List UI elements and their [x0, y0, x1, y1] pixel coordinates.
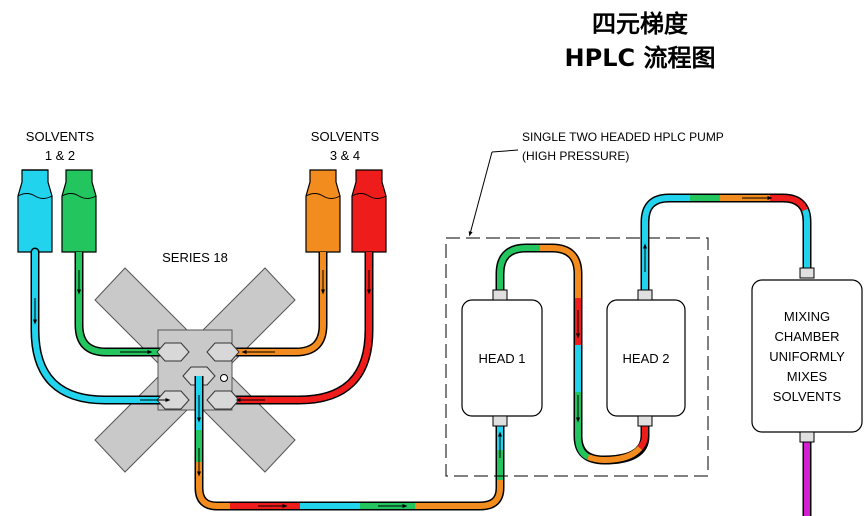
tubing-solvent-4 [220, 252, 374, 405]
pump-boundary [445, 237, 709, 477]
solvents-right-label-line2: 3 & 4 [330, 148, 360, 163]
pump-note-line2: (HIGH PRESSURE) [522, 149, 629, 163]
solvents-right-label-line1: SOLVENTS [311, 129, 380, 144]
tubing-solvent-3 [220, 252, 328, 357]
flow-arrows-inlet [33, 270, 371, 402]
solvents-left-label-line2: 1 & 2 [45, 148, 75, 163]
valve-port-hole [220, 374, 228, 382]
mixer-label-line4: MIXES [787, 369, 828, 384]
pump-note-pointer [468, 151, 493, 237]
tubing-head1-to-head2 [495, 243, 650, 465]
head1-label: HEAD 1 [479, 351, 526, 366]
title-line1: 四元梯度 [592, 10, 689, 38]
mixer-label-line2: CHAMBER [774, 329, 839, 344]
tube-fittings [492, 267, 815, 443]
valve-fittings [156, 342, 240, 410]
mixer-label-line1: MIXING [784, 309, 830, 324]
mixer-label-line5: SOLVENTS [773, 389, 842, 404]
solvents-left-label-line1: SOLVENTS [26, 129, 95, 144]
flow-arrows-outlet [197, 395, 502, 508]
title-line2: HPLC 流程图 [565, 44, 716, 72]
bottle-solvent-2 [61, 169, 97, 253]
tubing-solvent-2 [74, 252, 170, 357]
pump-note-leader [491, 149, 519, 153]
tubing-solvent-1 [30, 247, 185, 405]
mixer-label-line3: UNIFORMLY [769, 349, 845, 364]
bottle-solvent-1 [17, 169, 53, 253]
bottle-solvent-4 [351, 169, 387, 253]
head2-label: HEAD 2 [623, 351, 670, 366]
valve-label: SERIES 18 [162, 250, 228, 265]
bottle-solvent-3 [305, 169, 341, 253]
tubing-head2-to-mixer [640, 193, 812, 292]
flow-arrows-to-mixer [643, 196, 773, 272]
pump-note-line1: SINGLE TWO HEADED HPLC PUMP [522, 130, 724, 144]
